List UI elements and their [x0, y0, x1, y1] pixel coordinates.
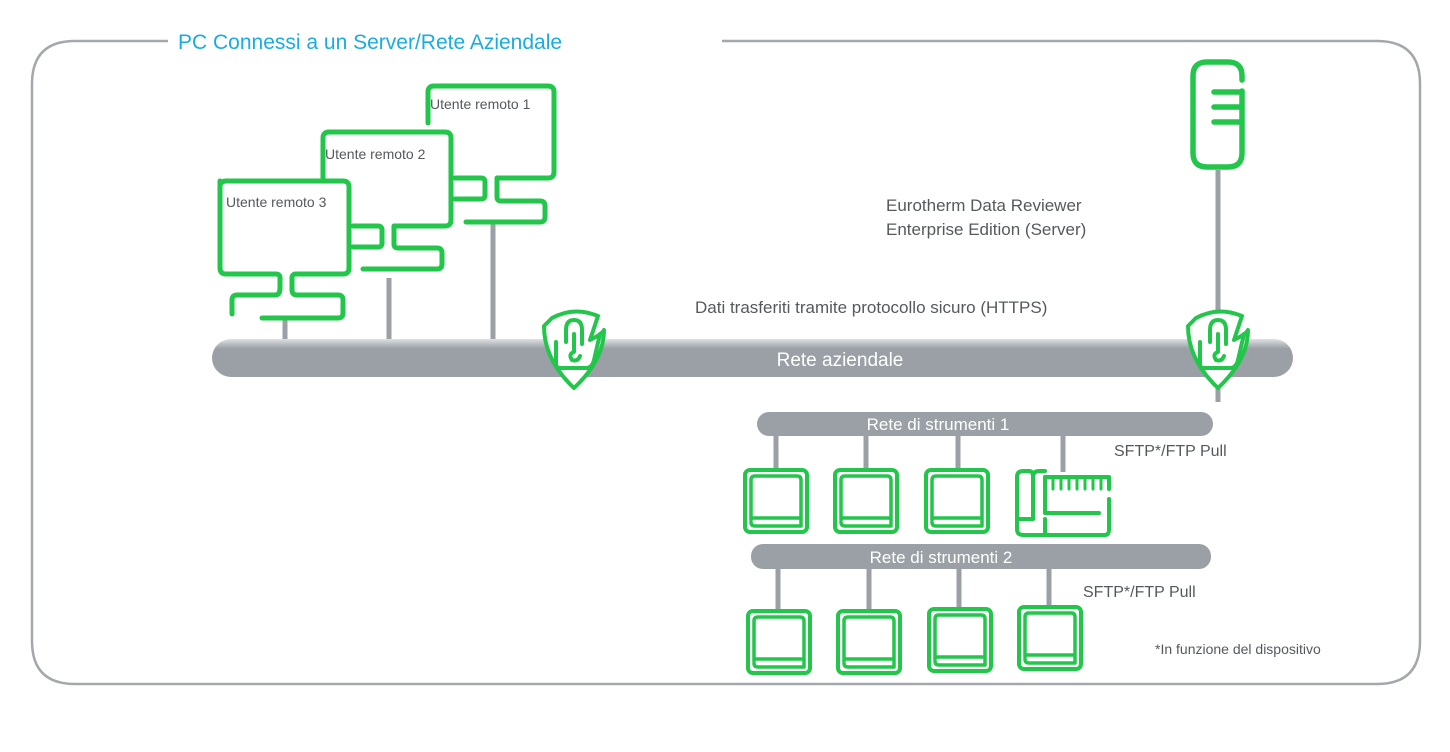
frame-border: [30, 39, 1422, 686]
instrument-network-2-label: Rete di strumenti 2: [870, 548, 1013, 567]
remote-pc-1: Utente remoto 1: [425, 83, 557, 225]
instrument-recorder-icon: [743, 468, 809, 534]
remote-user-1-label: Utente remoto 1: [430, 96, 531, 112]
instrument-network-1-bar: [757, 412, 1213, 436]
instrument-recorder-icon: [927, 607, 993, 673]
instrument-recorder-icon: [924, 468, 990, 534]
instrument-network-2-protocol: SFTP*/FTP Pull: [1083, 584, 1196, 601]
server-name-line2: Enterprise Edition (Server): [886, 220, 1086, 239]
instrument-recorder-icon: [746, 609, 812, 675]
instrument-recorder-icon: [833, 468, 899, 534]
secure-transfer-label: Dati trasferiti tramite protocollo sicur…: [695, 298, 1047, 317]
security-shield-lock-icon: [1186, 309, 1250, 390]
controller-module-icon: [1015, 469, 1111, 537]
remote-user-2-label: Utente remoto 2: [325, 146, 426, 162]
desktop-computer-icon: [425, 83, 557, 225]
footnote: *In funzione del dispositivo: [1155, 641, 1321, 657]
security-shield-lock-icon: [542, 309, 606, 390]
desktop-computer-icon: [217, 178, 352, 321]
instrument-network-2-bar: [751, 544, 1211, 569]
remote-pc-3: Utente remoto 3: [217, 178, 352, 321]
remote-pc-2: Utente remoto 2: [320, 129, 454, 272]
desktop-computer-icon: [320, 129, 454, 272]
diagram-title: PC Connessi a un Server/Rete Aziendale: [178, 31, 562, 54]
instrument-recorder-icon: [1017, 605, 1083, 671]
instrument-network-1-protocol: SFTP*/FTP Pull: [1114, 443, 1227, 460]
server-name-line1: Eurotherm Data Reviewer: [886, 196, 1082, 215]
instrument-network-1-label: Rete di strumenti 1: [867, 415, 1010, 434]
corporate-network-bar: [212, 339, 1293, 377]
remote-user-3-label: Utente remoto 3: [226, 194, 327, 210]
instrument-recorder-icon: [836, 609, 902, 675]
server-icon: [1190, 59, 1245, 170]
corporate-network-label: Rete aziendale: [777, 350, 904, 371]
